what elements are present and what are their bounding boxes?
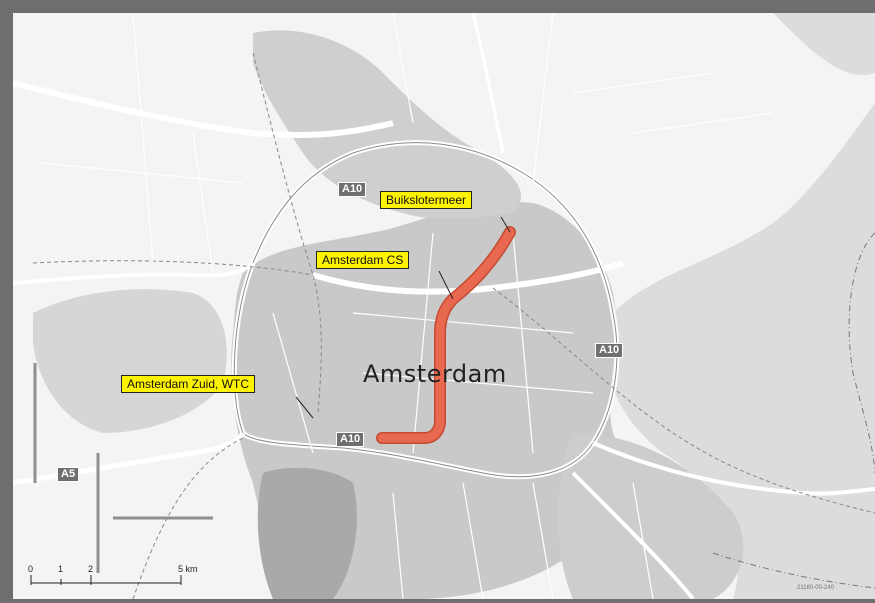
park-area <box>257 467 357 599</box>
pointer-amsterdam-zuid <box>295 396 314 419</box>
scale-tick-2: 2 <box>88 564 94 574</box>
metro-route-fill <box>377 227 515 443</box>
border-dashed <box>848 232 875 474</box>
pointer-buikslotermeer <box>500 216 511 233</box>
map-canvas[interactable]: Buikslotermeer Amsterdam CS Amsterdam Zu… <box>13 13 875 599</box>
minor-streets <box>42 13 774 599</box>
scale-tick-1: 1 <box>58 564 64 574</box>
highway-southeast <box>571 471 695 599</box>
road-shield-a5: A5 <box>57 467 80 482</box>
rail-line-4 <box>132 437 244 599</box>
highway-north <box>471 13 505 154</box>
map-svg <box>13 13 875 599</box>
highway-west <box>13 261 255 285</box>
scale-tick-0: 0 <box>28 564 34 574</box>
water-body-east <box>606 103 875 599</box>
scale-bar-graphic <box>30 575 182 585</box>
road-shield-a10-south: A10 <box>336 432 365 447</box>
urban-area-west <box>33 289 227 433</box>
road-shield-a10-east: A10 <box>595 343 624 358</box>
urban-area-southeast <box>558 433 744 599</box>
ij-waterway <box>312 260 624 295</box>
scale-tick-5km: 5 km <box>178 564 198 574</box>
highway-northwest <box>13 80 394 138</box>
map-code: 21160-00-240 <box>797 585 834 591</box>
rail-line-1 <box>252 52 322 414</box>
water-body-northeast <box>773 13 875 75</box>
road-shield-a10-north: A10 <box>338 182 367 197</box>
city-label-amsterdam: Amsterdam <box>363 360 507 388</box>
station-label-amsterdam-cs: Amsterdam CS <box>316 251 410 269</box>
station-label-amsterdam-zuid: Amsterdam Zuid, WTC <box>121 375 256 393</box>
rail-line-2 <box>32 260 314 276</box>
airport-runways <box>33 363 213 573</box>
pointer-amsterdam-cs <box>438 270 454 300</box>
highway-east <box>592 441 875 496</box>
rail-line-3 <box>492 287 875 514</box>
station-label-buikslotermeer: Buikslotermeer <box>380 191 473 209</box>
a10-ring-outline <box>233 142 618 478</box>
highway-a5 <box>13 431 246 486</box>
